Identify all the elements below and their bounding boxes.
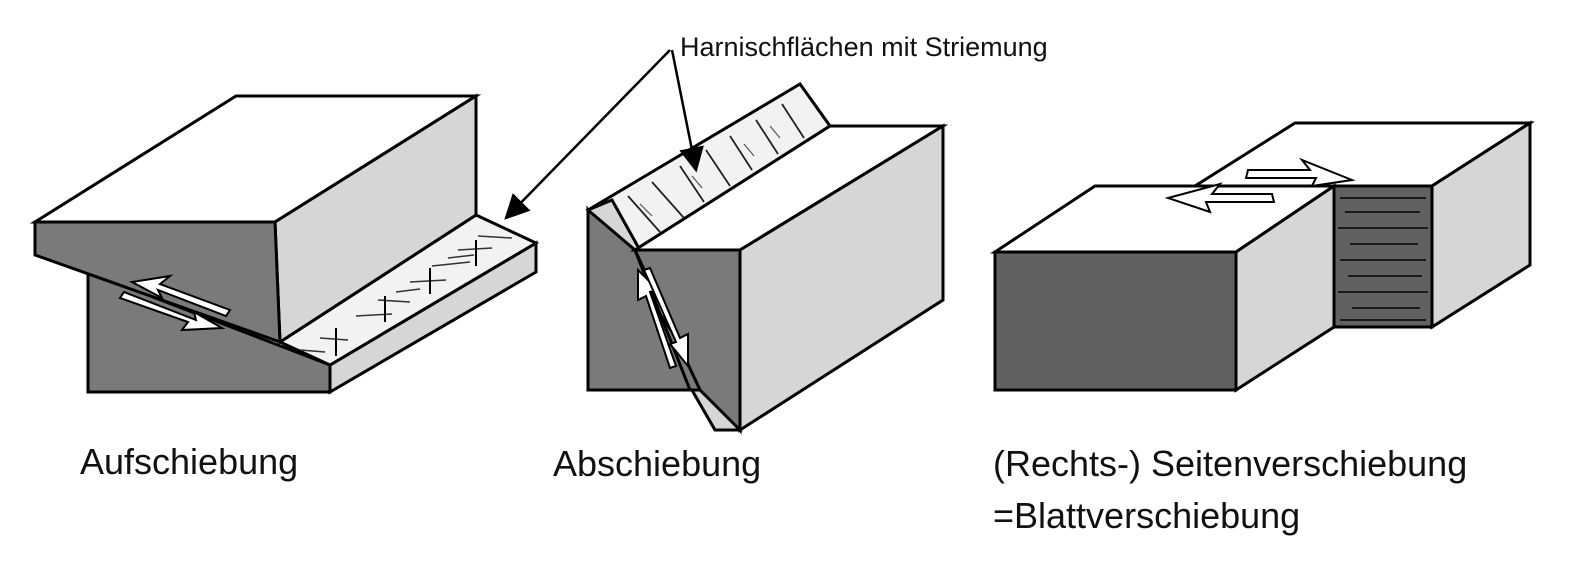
- front-block-side-face: [1234, 183, 1336, 393]
- strike-slip-arrow-right: [1244, 157, 1356, 188]
- caption-normal-fault: Abschiebung: [553, 443, 761, 484]
- annotation-leader-lines: [504, 49, 704, 220]
- normal-fault-block: [585, 82, 949, 435]
- caption-reverse-fault: Aufschiebung: [80, 441, 298, 482]
- reverse-motion-arrow-up: [128, 274, 232, 318]
- caption-strike-slip-line2: =Blattverschiebung: [993, 495, 1300, 536]
- reverse-fault-block: [29, 93, 540, 395]
- front-block-front-face: [993, 250, 1238, 392]
- strike-slip-fault-block: [990, 120, 1536, 393]
- leader-to-normal-slickenside: [670, 49, 704, 173]
- strike-slip-arrow-left: [1164, 182, 1276, 214]
- hangingwall-side-face-normal: [738, 123, 945, 433]
- slickenside-surface-vertical: [1332, 184, 1434, 329]
- leader-to-reverse-slickenside: [504, 49, 671, 220]
- caption-strike-slip-line1: (Rechts-) Seitenverschiebung: [993, 443, 1467, 484]
- annotation-label: Harnischflächen mit Striemung: [680, 32, 1048, 62]
- reverse-motion-arrow-down: [118, 290, 226, 332]
- normal-motion-arrow-down: [642, 266, 689, 369]
